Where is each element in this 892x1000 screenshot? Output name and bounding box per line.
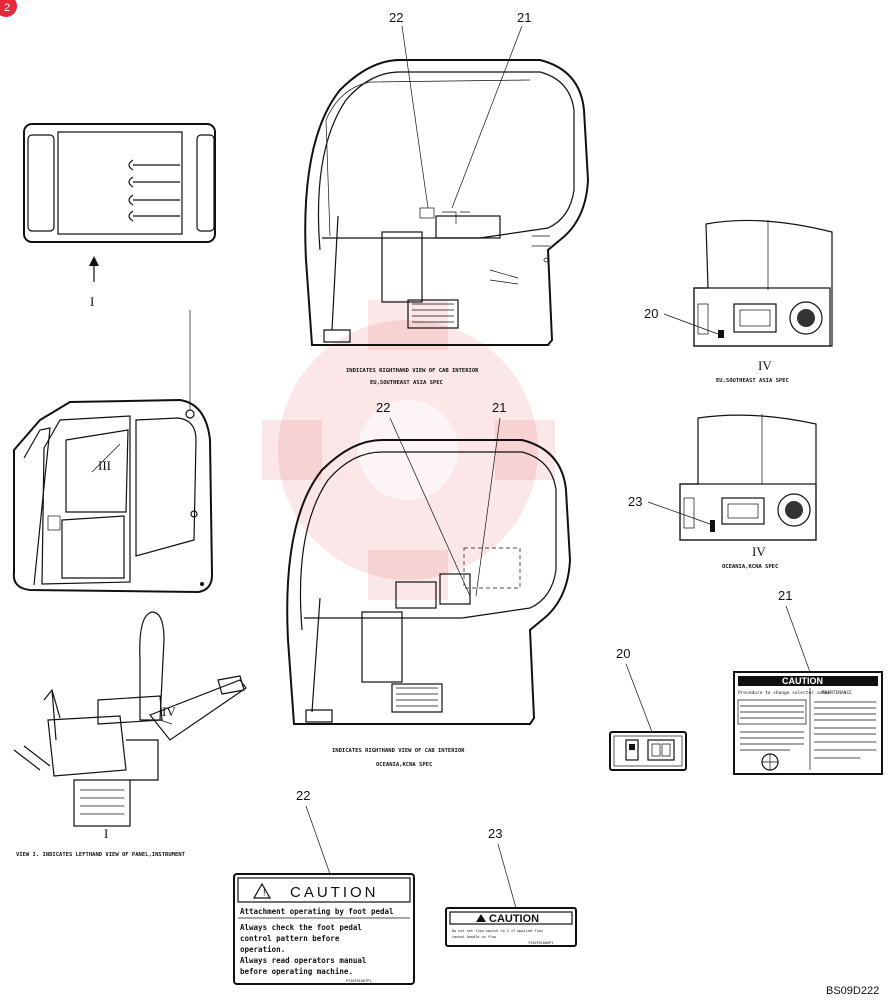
- decal-21-title: CAUTION: [782, 676, 823, 686]
- decal-22-line-1: Always check the foot pedal: [240, 923, 362, 932]
- decal-23-title: CAUTION: [489, 913, 539, 925]
- decal-20: 20: [609, 646, 687, 771]
- decal-23-line-1: Do not set flow switch to 2 if applied f…: [452, 929, 544, 933]
- panel-view-eu: 20 IV EU,SOUTHEAST ASIA SPEC: [644, 219, 833, 384]
- watermark-gear: [262, 300, 555, 600]
- caption-oceania-line1: INDICATES RIGHTHAND VIEW OF CAB INTERIOR: [332, 748, 465, 754]
- document-id: BS09D222: [826, 985, 879, 997]
- decal-22-line-3: operation.: [240, 945, 285, 954]
- operator-seat-console: IV I VIEW I. INDICATES LEFTHAND VIEW OF …: [13, 611, 247, 858]
- callout-20-decal: 20: [616, 646, 630, 661]
- callout-23-panel: 23: [628, 494, 642, 509]
- callout-21-decal: 21: [778, 588, 792, 603]
- decal-22-part-no: PY20T01067P1: [346, 979, 371, 983]
- decal-22-heading: Attachment operating by foot pedal: [240, 907, 394, 916]
- view-i-caption: VIEW I. INDICATES LEFTHAND VIEW OF PANEL…: [16, 852, 186, 858]
- decal-22-line-4: Always read operators manual: [240, 956, 366, 965]
- svg-text:!: !: [263, 888, 266, 898]
- callout-21-top: 21: [517, 10, 531, 25]
- decal-23-line-2: cannot handle no flow: [452, 935, 497, 939]
- callout-21-mid: 21: [492, 400, 506, 415]
- caption-eu-line1: INDICATES RIGHTHAND VIEW OF CAB INTERIOR: [346, 368, 479, 374]
- cab-exterior: III: [12, 310, 214, 594]
- decal-23-part-no: YY20T01006P1: [528, 941, 553, 945]
- decal-21-right-heading: MAINTENANCE: [822, 690, 852, 696]
- decal-21-left-heading: Procedure to change selector valve: [738, 690, 830, 696]
- caption-panel-oceania: OCEANIA,KCNA SPEC: [722, 564, 778, 570]
- cover-top-view: [23, 123, 216, 243]
- page-badge-number: 2: [4, 2, 10, 14]
- callout-22-top: 22: [389, 10, 403, 25]
- callout-22-mid: 22: [376, 400, 390, 415]
- view-i-label-top: I: [90, 294, 94, 309]
- callout-22-decal: 22: [296, 788, 310, 803]
- decal-22-line-5: before operating machine.: [240, 967, 353, 976]
- decal-22: 22 ! CAUTION Attachment operating by foo…: [233, 788, 415, 985]
- view-iv-label-eu: IV: [758, 358, 772, 373]
- decal-22-line-2: control pattern before: [240, 934, 340, 943]
- panel-view-oceania: 23 IV OCEANIA,KCNA SPEC: [628, 414, 817, 570]
- view-i-arrow: I: [89, 256, 99, 309]
- page-badge: 2: [0, 0, 17, 17]
- callout-23-decal: 23: [488, 826, 502, 841]
- view-iv-label-oceania: IV: [752, 544, 766, 559]
- decal-22-title: CAUTION: [290, 884, 379, 901]
- view-i-label-bottom: I: [104, 826, 108, 841]
- cab-interior-eu: 22 21 INDICATES RIGHTHAND VIEW OF CAB IN…: [304, 10, 590, 386]
- decal-21: 21 CAUTION Procedure to change selector …: [733, 588, 883, 775]
- view-iv-label-seat: IV: [162, 704, 176, 719]
- cab-interior-oceania: 22 21 INDICATES RIGHTHAND VIEW OF CAB IN…: [286, 400, 572, 768]
- callout-20-panel: 20: [644, 306, 658, 321]
- caption-oceania-line2: OCEANIA,KCNA SPEC: [376, 762, 432, 768]
- decal-23: 23 CAUTION Do not set flow switch to 2 i…: [445, 826, 577, 947]
- view-iii-label: III: [98, 458, 111, 473]
- caption-eu-line2: EU,SOUTHEAST ASIA SPEC: [370, 380, 443, 386]
- caption-panel-eu: EU,SOUTHEAST ASIA SPEC: [716, 378, 789, 384]
